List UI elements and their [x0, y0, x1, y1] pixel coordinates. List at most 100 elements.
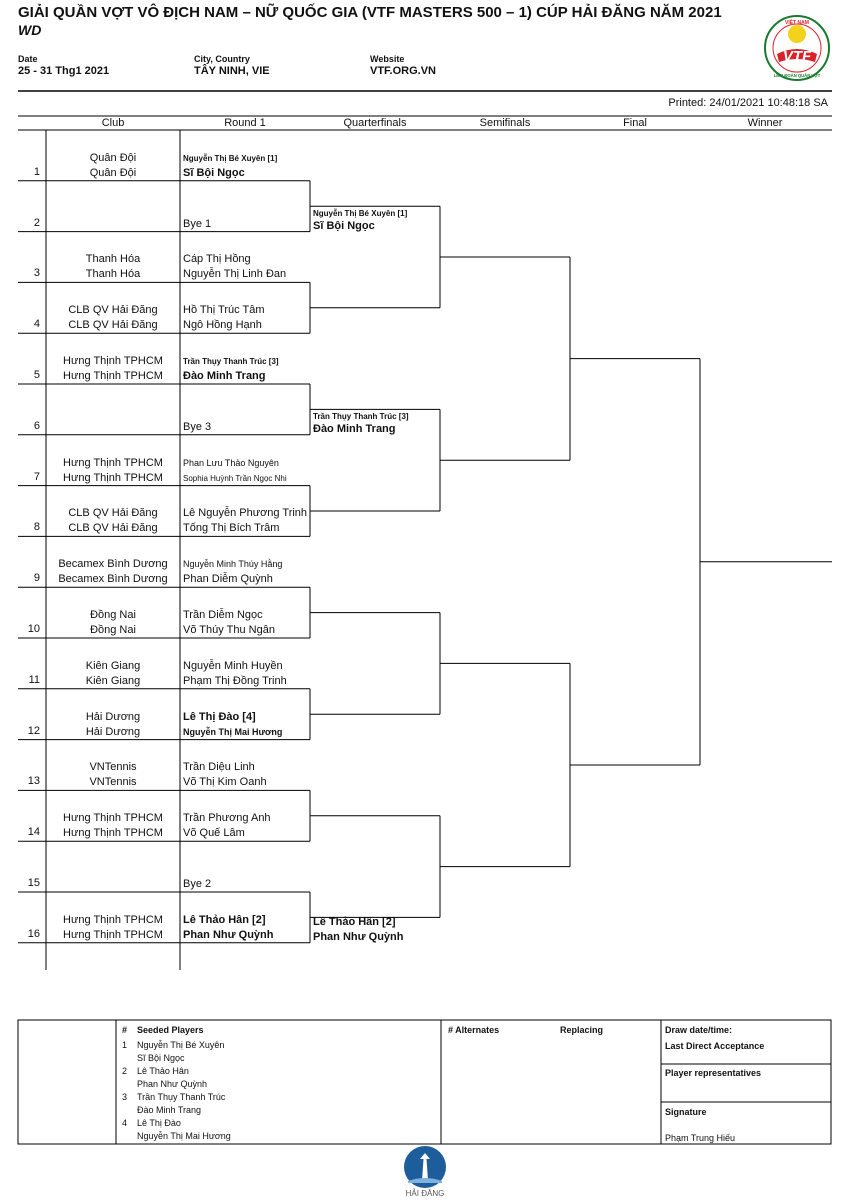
round1-player2: Phan Diễm Quỳnh	[183, 573, 273, 586]
round1-player2: Tống Thị Bích Trâm	[183, 522, 280, 535]
round1-player1: Trần Phương Anh	[183, 812, 271, 825]
round1-player2: Nguyễn Thị Linh Đan	[183, 268, 287, 281]
date-value: 25 - 31 Thg1 2021	[18, 65, 110, 77]
draw-position-number: 16	[27, 927, 40, 940]
page-title: GIẢI QUẦN VỢT VÔ ĐỊCH NAM – NỮ QUỐC GIA …	[18, 4, 722, 21]
player1-club: VNTennis	[89, 761, 137, 774]
player2-club: CLB QV Hải Đăng	[68, 319, 158, 332]
round1-player1: Hồ Thị Trúc Tâm	[183, 304, 265, 317]
draw-position-number: 15	[27, 877, 40, 889]
round1-player1: Trần Diệu Linh	[183, 761, 255, 774]
player1-club: Hưng Thịnh TPHCM	[63, 456, 163, 469]
website-label: Website	[370, 54, 405, 64]
player1-club: Hưng Thịnh TPHCM	[63, 355, 163, 367]
draw-position-number: 6	[33, 419, 40, 432]
round1-player2: Võ Quế Lâm	[183, 827, 245, 840]
draw-position-number: 13	[27, 775, 40, 788]
draw-position-number: 12	[27, 724, 40, 737]
player2-club: CLB QV Hải Đăng	[68, 522, 158, 535]
seed-2-p2: Phan Như Quỳnh	[137, 1079, 208, 1089]
signature-label: Signature	[665, 1107, 707, 1117]
seed-3-p1: Trần Thụy Thanh Trúc	[137, 1092, 226, 1102]
alternates-title: # Alternates	[448, 1025, 500, 1035]
hai-dang-logo	[404, 1146, 446, 1188]
logo-text: VTF	[783, 48, 812, 65]
player2-club: Kiên Giang	[85, 674, 141, 687]
draw-position-number: 1	[33, 165, 40, 178]
draw-position-number: 11	[28, 673, 40, 686]
seeded-hash: #	[122, 1025, 128, 1035]
player2-club: Quân Đội	[89, 166, 137, 179]
player1-club: Quân Đội	[89, 151, 137, 164]
seed-4-p2: Nguyễn Thị Mai Hương	[137, 1131, 231, 1141]
player1-club: Đồng Nai	[90, 609, 136, 621]
round1-player2: Ngô Hồng Hạnh	[183, 319, 262, 332]
player1-club: Hưng Thịnh TPHCM	[63, 913, 163, 926]
draw-position-number: 8	[33, 521, 40, 534]
draw-position-number: 5	[33, 369, 40, 381]
signer-name: Phạm Trung Hiếu	[665, 1133, 736, 1143]
seed-1-num: 1	[122, 1040, 128, 1050]
col-club: Club	[101, 117, 125, 129]
player2-club: Becamex Bình Dương	[58, 573, 168, 586]
vtf-logo: VTF VIỆT NAM LIÊN ĐOÀN QUẦN VỢT	[764, 15, 830, 81]
round1-player2: Bye 3	[183, 420, 212, 433]
draw-position-number: 10	[27, 623, 40, 635]
draw-position-number: 7	[33, 470, 40, 483]
draw-position-number: 3	[33, 267, 40, 280]
player1-club: Kiên Giang	[85, 659, 141, 672]
seed-3-num: 3	[122, 1092, 128, 1102]
round1-player2: Sophia Huỳnh Trần Ngọc Nhi	[183, 473, 287, 483]
round1-player1: Trần Diễm Ngọc	[183, 609, 263, 621]
draw-position-number: 2	[33, 216, 40, 229]
event-code: WD	[18, 22, 42, 38]
qf-3-player1: Trần Thụy Thanh Trúc [3]	[313, 412, 409, 421]
round1-player1: Trần Thụy Thanh Trúc [3]	[183, 357, 279, 366]
player1-club: CLB QV Hải Đăng	[68, 507, 158, 520]
qf-8-player2: Phan Như Quỳnh	[313, 931, 404, 943]
round1-player1: Lê Nguyễn Phương Trinh	[183, 507, 308, 520]
qf-1-player1: Nguyễn Thị Bé Xuyên [1]	[313, 209, 408, 218]
logo-ring-bottom: LIÊN ĐOÀN QUẦN VỢT	[774, 73, 821, 78]
player2-club: VNTennis	[89, 776, 137, 789]
replacing-title: Replacing	[560, 1025, 604, 1035]
seed-2-num: 2	[122, 1066, 128, 1076]
player1-club: Hải Dương	[85, 710, 141, 723]
player2-club: Hưng Thịnh TPHCM	[63, 471, 163, 484]
seed-1-p2: Sĩ Bội Ngọc	[137, 1053, 185, 1063]
seed-4-num: 4	[122, 1118, 128, 1128]
seed-4-p1: Lê Thị Đào	[137, 1118, 181, 1128]
round1-player1: Phan Lưu Thảo Nguyên	[183, 457, 279, 468]
player2-club: Hưng Thịnh TPHCM	[63, 928, 163, 941]
round1-player1: Cáp Thị Hồng	[183, 253, 251, 266]
website-value[interactable]: VTF.ORG.VN	[370, 65, 437, 77]
round1-player1: Lê Thảo Hân [2]	[183, 913, 266, 926]
col-quarterfinals: Quarterfinals	[343, 117, 407, 129]
seeded-title: Seeded Players	[137, 1025, 204, 1035]
col-round1: Round 1	[224, 117, 266, 129]
col-semifinals: Semifinals	[479, 117, 531, 129]
round1-player2: Bye 1	[183, 217, 212, 230]
seed-3-p2: Đào Minh Trang	[137, 1105, 202, 1115]
player1-club: Hưng Thịnh TPHCM	[63, 812, 163, 825]
col-winner: Winner	[747, 117, 783, 129]
round1-player1: Nguyễn Minh Thúy Hằng	[183, 559, 283, 570]
player1-club: Becamex Bình Dương	[58, 558, 168, 571]
player-reps-label: Player representatives	[665, 1068, 762, 1078]
draw-position-number: 4	[33, 318, 40, 331]
player2-club: Hưng Thịnh TPHCM	[63, 370, 163, 382]
draw-position-number: 9	[33, 572, 40, 585]
hai-dang-brand-text: HẢI ĐĂNG	[405, 1189, 445, 1198]
round1-player2: Phạm Thị Đồng Trinh	[183, 674, 287, 687]
date-label: Date	[18, 54, 38, 64]
round1-player2: Nguyễn Thị Mai Hương	[183, 726, 283, 737]
player2-club: Hải Dương	[85, 725, 141, 738]
printed-timestamp: Printed: 24/01/2021 10:48:18 SA	[668, 97, 828, 109]
player1-club: Thanh Hóa	[85, 253, 141, 266]
round1-player2: Đào Minh Trang	[183, 370, 266, 382]
seed-2-p1: Lê Thảo Hân	[137, 1066, 189, 1076]
round1-player2: Sĩ Bội Ngọc	[183, 166, 245, 179]
player2-club: Thanh Hóa	[85, 268, 141, 281]
city-label: City, Country	[194, 54, 250, 64]
